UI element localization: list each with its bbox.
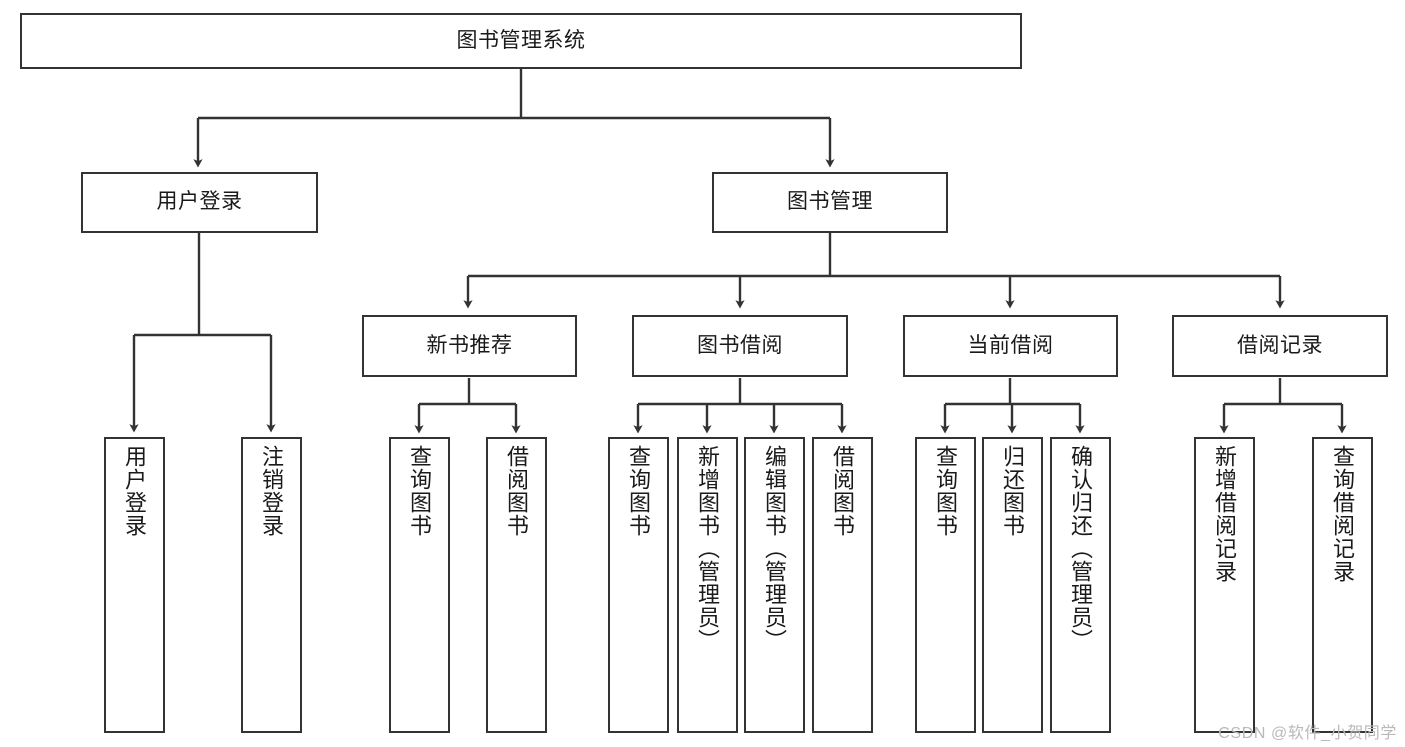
node-label: 图书借阅 xyxy=(697,333,783,357)
csdn-watermark: CSDN @软件_小贺同学 xyxy=(1218,725,1397,742)
node-label: 新增图书（管理员） xyxy=(695,445,721,652)
leaf-user-login[interactable]: 用户登录 xyxy=(104,437,165,733)
node-book-borrow[interactable]: 图书借阅 xyxy=(632,315,848,377)
leaf-add-book-admin[interactable]: 新增图书（管理员） xyxy=(677,437,738,733)
node-label: 图书管理系统 xyxy=(456,28,586,52)
node-label: 确认归还（管理员） xyxy=(1068,445,1094,652)
node-new-book-recommend[interactable]: 新书推荐 xyxy=(362,315,577,377)
node-label: 查询借阅记录 xyxy=(1330,445,1356,583)
leaf-borrow-book[interactable]: 借阅图书 xyxy=(812,437,873,733)
node-label: 编辑图书（管理员） xyxy=(762,445,788,652)
node-current-borrow[interactable]: 当前借阅 xyxy=(903,315,1118,377)
node-label: 查询图书 xyxy=(933,445,959,537)
node-label: 注销登录 xyxy=(259,445,285,537)
node-label: 借阅图书 xyxy=(504,445,530,537)
leaf-query-borrow-record[interactable]: 查询借阅记录 xyxy=(1312,437,1373,733)
leaf-logout[interactable]: 注销登录 xyxy=(241,437,302,733)
node-borrow-record[interactable]: 借阅记录 xyxy=(1172,315,1388,377)
node-label: 图书管理 xyxy=(787,190,873,214)
leaf-confirm-return-admin[interactable]: 确认归还（管理员） xyxy=(1050,437,1111,733)
node-label: 借阅图书 xyxy=(830,445,856,537)
node-label: 归还图书 xyxy=(1000,445,1026,537)
node-book-management[interactable]: 图书管理 xyxy=(712,172,948,233)
leaf-query-book-current[interactable]: 查询图书 xyxy=(915,437,976,733)
node-label: 用户登录 xyxy=(156,190,243,214)
node-label: 查询图书 xyxy=(626,445,652,537)
leaf-borrow-book-recommend[interactable]: 借阅图书 xyxy=(486,437,547,733)
node-root-system[interactable]: 图书管理系统 xyxy=(20,13,1022,69)
node-label: 借阅记录 xyxy=(1237,333,1323,357)
node-user-login[interactable]: 用户登录 xyxy=(81,172,318,233)
node-label: 查询图书 xyxy=(407,445,433,537)
node-label: 用户登录 xyxy=(122,445,148,537)
node-label: 新增借阅记录 xyxy=(1212,445,1238,583)
node-label: 当前借阅 xyxy=(967,333,1054,357)
leaf-edit-book-admin[interactable]: 编辑图书（管理员） xyxy=(744,437,805,733)
leaf-return-book[interactable]: 归还图书 xyxy=(982,437,1043,733)
leaf-add-borrow-record[interactable]: 新增借阅记录 xyxy=(1194,437,1255,733)
leaf-query-book-borrow[interactable]: 查询图书 xyxy=(608,437,669,733)
node-label: 新书推荐 xyxy=(426,333,513,357)
leaf-query-book-recommend[interactable]: 查询图书 xyxy=(389,437,450,733)
